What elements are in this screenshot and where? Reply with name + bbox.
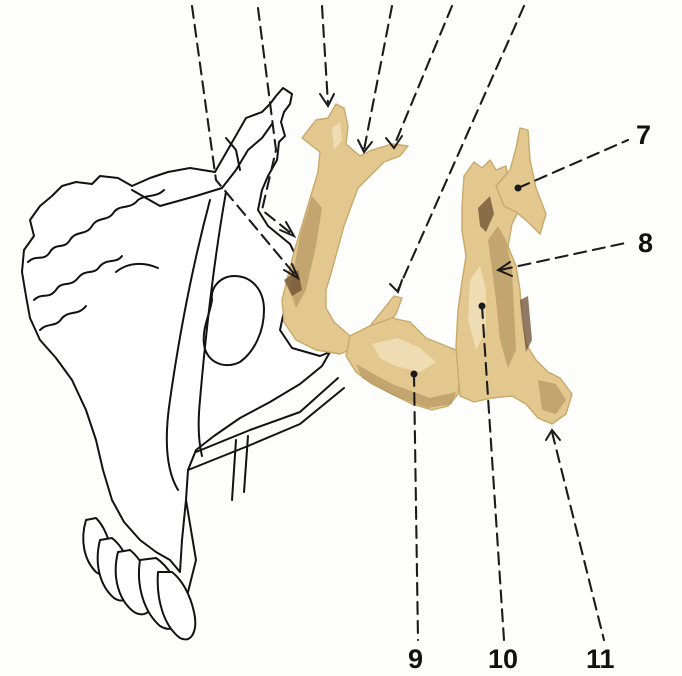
skull-outline — [22, 88, 344, 600]
label-7: 7 — [636, 120, 651, 150]
arrowhead — [390, 280, 402, 292]
marker-dot — [411, 371, 418, 378]
leader-8 — [500, 242, 630, 270]
label-11: 11 — [586, 644, 615, 674]
label-10: 10 — [488, 644, 518, 674]
cranium-outline — [22, 88, 330, 572]
jaw-line — [186, 500, 196, 600]
label-8: 8 — [638, 228, 653, 258]
leader-line — [322, 6, 328, 104]
leader-11 — [552, 432, 604, 640]
marker-dot — [479, 303, 486, 310]
arrowhead — [320, 94, 334, 106]
strut-line — [232, 440, 236, 500]
strut-line-2 — [244, 436, 248, 492]
leader-7 — [518, 140, 628, 188]
label-9: 9 — [408, 644, 423, 674]
leader-line — [364, 6, 392, 150]
marker-dot — [515, 185, 522, 192]
leader-line — [394, 6, 452, 146]
leader-9 — [414, 374, 418, 640]
